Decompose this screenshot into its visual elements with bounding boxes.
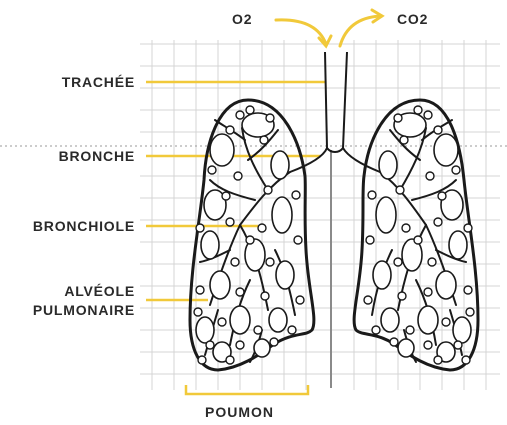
alveolus-label-line1: ALVÉOLE <box>64 283 135 300</box>
lung-bracket <box>186 385 308 394</box>
trachea <box>290 52 380 172</box>
bronchiole-label: BRONCHIOLE <box>33 218 135 235</box>
bronchus-label: BRONCHE <box>59 148 135 165</box>
alveolus-label-line2: PULMONAIRE <box>33 302 135 319</box>
co2-label: CO2 <box>397 11 428 28</box>
gas-arrows <box>276 10 382 46</box>
o2-label: O2 <box>232 11 252 28</box>
lung-label: POUMON <box>205 404 274 421</box>
trachea-label: TRACHÉE <box>62 74 135 91</box>
